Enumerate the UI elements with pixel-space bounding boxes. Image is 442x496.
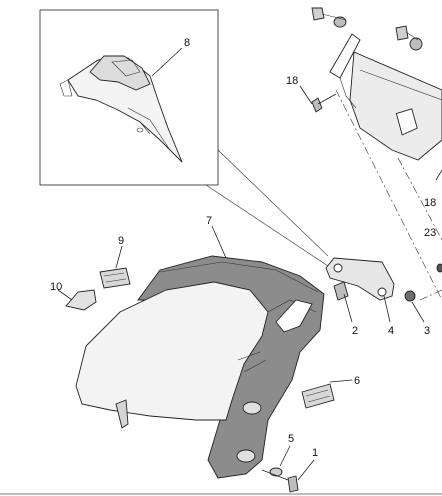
upper-bracket-assembly: 18 18 23: [286, 7, 442, 273]
part-5-washer-icon: [269, 467, 283, 477]
callout-5: 5: [288, 433, 294, 445]
callout-8: 8: [184, 37, 190, 49]
bolt-icon: [311, 7, 347, 28]
detail-inset: 8: [39, 9, 219, 186]
part-7-front-fender: [75, 255, 325, 479]
callout-1: 1: [312, 447, 318, 459]
callout-23: 23: [424, 227, 436, 239]
part-10-reflector: [65, 289, 97, 311]
callout-7: 7: [206, 215, 212, 227]
part-8-hugger-detail: [59, 55, 183, 163]
part-9-decal: [99, 267, 131, 289]
screw-18-icon: [311, 93, 337, 113]
bolt-icon: [395, 25, 423, 51]
callout-9: 9: [118, 235, 124, 247]
callout-18-right: 18: [424, 197, 436, 209]
part-2-clip-nut: [333, 281, 349, 301]
callout-4: 4: [388, 325, 394, 337]
callout-18-left: 18: [286, 75, 298, 87]
callout-10: 10: [50, 281, 62, 293]
part-3-nut-icon: [404, 290, 416, 302]
part-1-screw-icon: [261, 469, 299, 493]
callout-3: 3: [424, 325, 430, 337]
part-6-decal: [301, 383, 335, 409]
callout-6: 6: [354, 375, 360, 387]
part-4-bracket: [325, 257, 395, 301]
callout-2: 2: [352, 325, 358, 337]
